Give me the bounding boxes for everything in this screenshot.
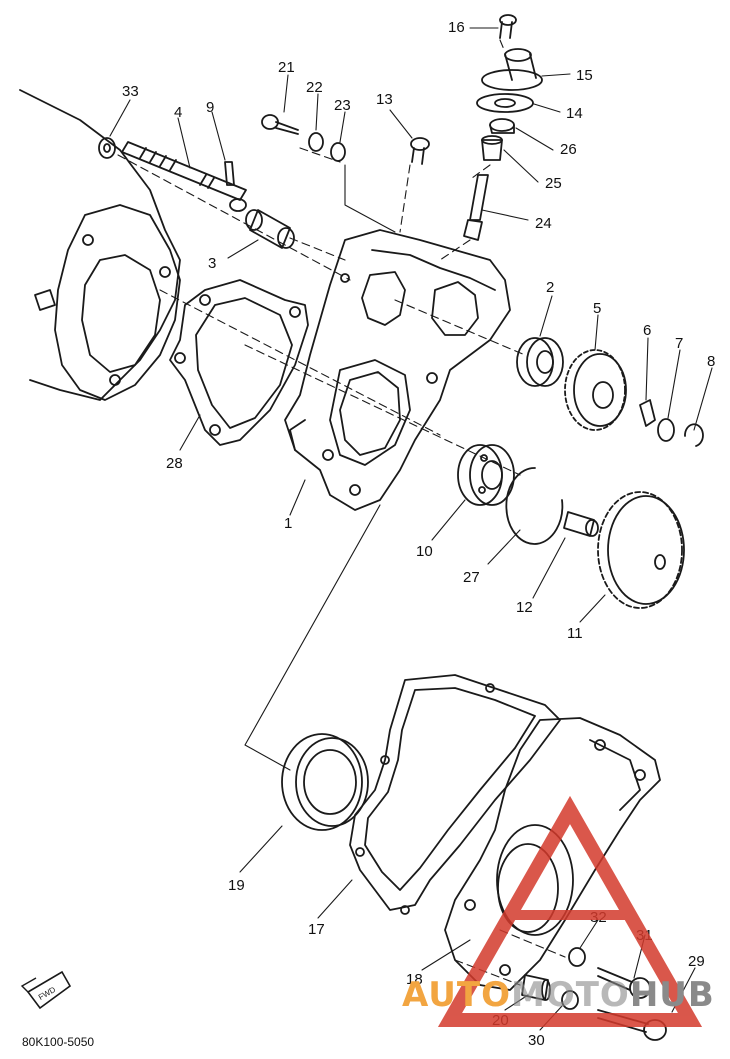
washer-30 — [561, 990, 579, 1010]
part-label-28: 28 — [166, 455, 183, 472]
watermark-part1: AUTO — [402, 975, 511, 1015]
bolt-31 — [597, 967, 651, 999]
part-label-26: 26 — [560, 141, 577, 158]
part-label-30: 30 — [528, 1032, 545, 1049]
washer-33-hole — [103, 143, 111, 153]
part-label-27: 27 — [463, 569, 480, 586]
part-label-19: 19 — [228, 877, 245, 894]
fwd-arrow-icon: FWD — [20, 970, 72, 1010]
gasket-17 — [349, 674, 561, 915]
screw-13 — [410, 137, 430, 165]
part-label-1: 1 — [284, 515, 292, 532]
part-label-5: 5 — [593, 300, 601, 317]
fitting-15 — [481, 48, 543, 91]
watermark-triangle-icon — [437, 795, 703, 1027]
screw-21 — [261, 114, 299, 135]
bushing-25 — [481, 135, 503, 161]
part-label-13: 13 — [376, 91, 393, 108]
diagram-code: 80K100-5050 — [22, 1035, 94, 1049]
part-label-6: 6 — [643, 322, 651, 339]
pin-12 — [563, 511, 599, 537]
part-label-22: 22 — [306, 79, 323, 96]
part-label-9: 9 — [206, 99, 214, 116]
dowel-pin-20 — [521, 974, 551, 1001]
washer-32 — [568, 947, 586, 967]
watermark: AUTOMOTOHUB — [402, 795, 715, 1027]
part-label-25: 25 — [545, 175, 562, 192]
washer-33 — [98, 137, 116, 159]
bearing-2 — [516, 337, 564, 387]
part-label-12: 12 — [516, 599, 533, 616]
part-label-17: 17 — [308, 921, 325, 938]
leader-lines — [109, 27, 713, 1031]
part-label-10: 10 — [416, 543, 433, 560]
oil-seal-19 — [281, 733, 369, 831]
washer-7 — [657, 418, 675, 442]
gasket-14 — [476, 93, 534, 113]
clip-6 — [639, 399, 656, 427]
watermark-text: AUTOMOTOHUB — [402, 975, 715, 1015]
part-label-23: 23 — [334, 97, 351, 114]
bearing-10 — [457, 444, 515, 506]
watermark-part3: HUB — [630, 975, 715, 1015]
circlip-8 — [684, 423, 704, 447]
gear-shaft-24 — [463, 174, 489, 241]
crankcase-cover-1 — [284, 229, 511, 511]
collar-3 — [245, 209, 295, 249]
seal-26 — [489, 118, 515, 134]
part-label-7: 7 — [675, 335, 683, 352]
pump-shaft-4 — [121, 141, 247, 212]
pin-9 — [224, 161, 235, 186]
screw-16 — [499, 14, 517, 39]
part-label-24: 24 — [535, 215, 552, 232]
part-label-21: 21 — [278, 59, 295, 76]
part-label-14: 14 — [566, 105, 583, 122]
part-label-4: 4 — [174, 104, 182, 121]
part-label-29: 29 — [688, 953, 705, 970]
washer-23 — [330, 142, 346, 162]
circlip-27 — [505, 467, 564, 545]
engine-case-outline — [19, 89, 181, 401]
bracket-line-19 — [244, 504, 381, 771]
part-label-2: 2 — [546, 279, 554, 296]
part-label-8: 8 — [707, 353, 715, 370]
washer-22 — [308, 132, 324, 152]
gear-11 — [597, 491, 685, 609]
part-labels: 16 21 22 23 13 15 14 26 25 24 33 4 9 3 2… — [122, 19, 715, 1049]
part-label-3: 3 — [208, 255, 216, 272]
gasket-28 — [169, 279, 309, 446]
alignment-lines — [117, 39, 566, 986]
gasket-14-hole — [494, 98, 516, 108]
part-label-18: 18 — [406, 971, 423, 988]
part-label-15: 15 — [576, 67, 593, 84]
gear-5 — [564, 349, 627, 431]
part-label-33: 33 — [122, 83, 139, 100]
part-label-16: 16 — [448, 19, 465, 36]
watermark-part2: MOTO — [511, 975, 630, 1015]
bracket-line-23 — [344, 164, 396, 233]
part-label-11: 11 — [567, 625, 583, 642]
